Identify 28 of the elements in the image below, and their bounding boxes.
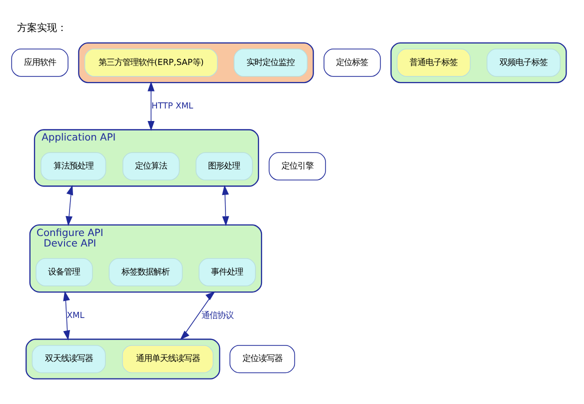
arrow: [180, 290, 216, 340]
node-box: 定位算法: [122, 152, 180, 180]
edge-label: XML: [66, 309, 84, 320]
arrow: [148, 80, 155, 130]
edge-label: 通信协议: [201, 309, 234, 320]
node-box: 定位读写器: [230, 344, 296, 373]
arrow: [63, 290, 70, 340]
node-box: 普通电子标签: [396, 48, 471, 76]
node-box: 定位引擎: [268, 152, 326, 180]
node-box: 应用软件: [11, 48, 68, 76]
node-box: 事件处理: [198, 258, 256, 286]
node-box: 图形处理: [196, 152, 253, 180]
cluster: [26, 338, 220, 379]
cluster: [78, 42, 314, 83]
node-box: 定位标签: [324, 48, 381, 76]
cluster: [390, 42, 567, 83]
node-box: 双频电子标签: [486, 48, 561, 76]
node-box: 双天线读写器: [32, 344, 106, 373]
diagram-title: 方案实现：: [17, 22, 68, 34]
node-box: 第三方管理软件(ERP,SAP等): [84, 48, 218, 76]
node-box: 设备管理: [36, 258, 93, 286]
node-box: 标签数据解析: [108, 258, 183, 286]
arrow: [222, 184, 230, 226]
edge-label: HTTP XML: [152, 100, 194, 110]
node-box: 实时定位监控: [234, 48, 308, 76]
node-box: 通用单天线读写器: [122, 344, 214, 373]
arrow: [66, 184, 74, 226]
node-box: 算法预处理: [40, 152, 106, 180]
